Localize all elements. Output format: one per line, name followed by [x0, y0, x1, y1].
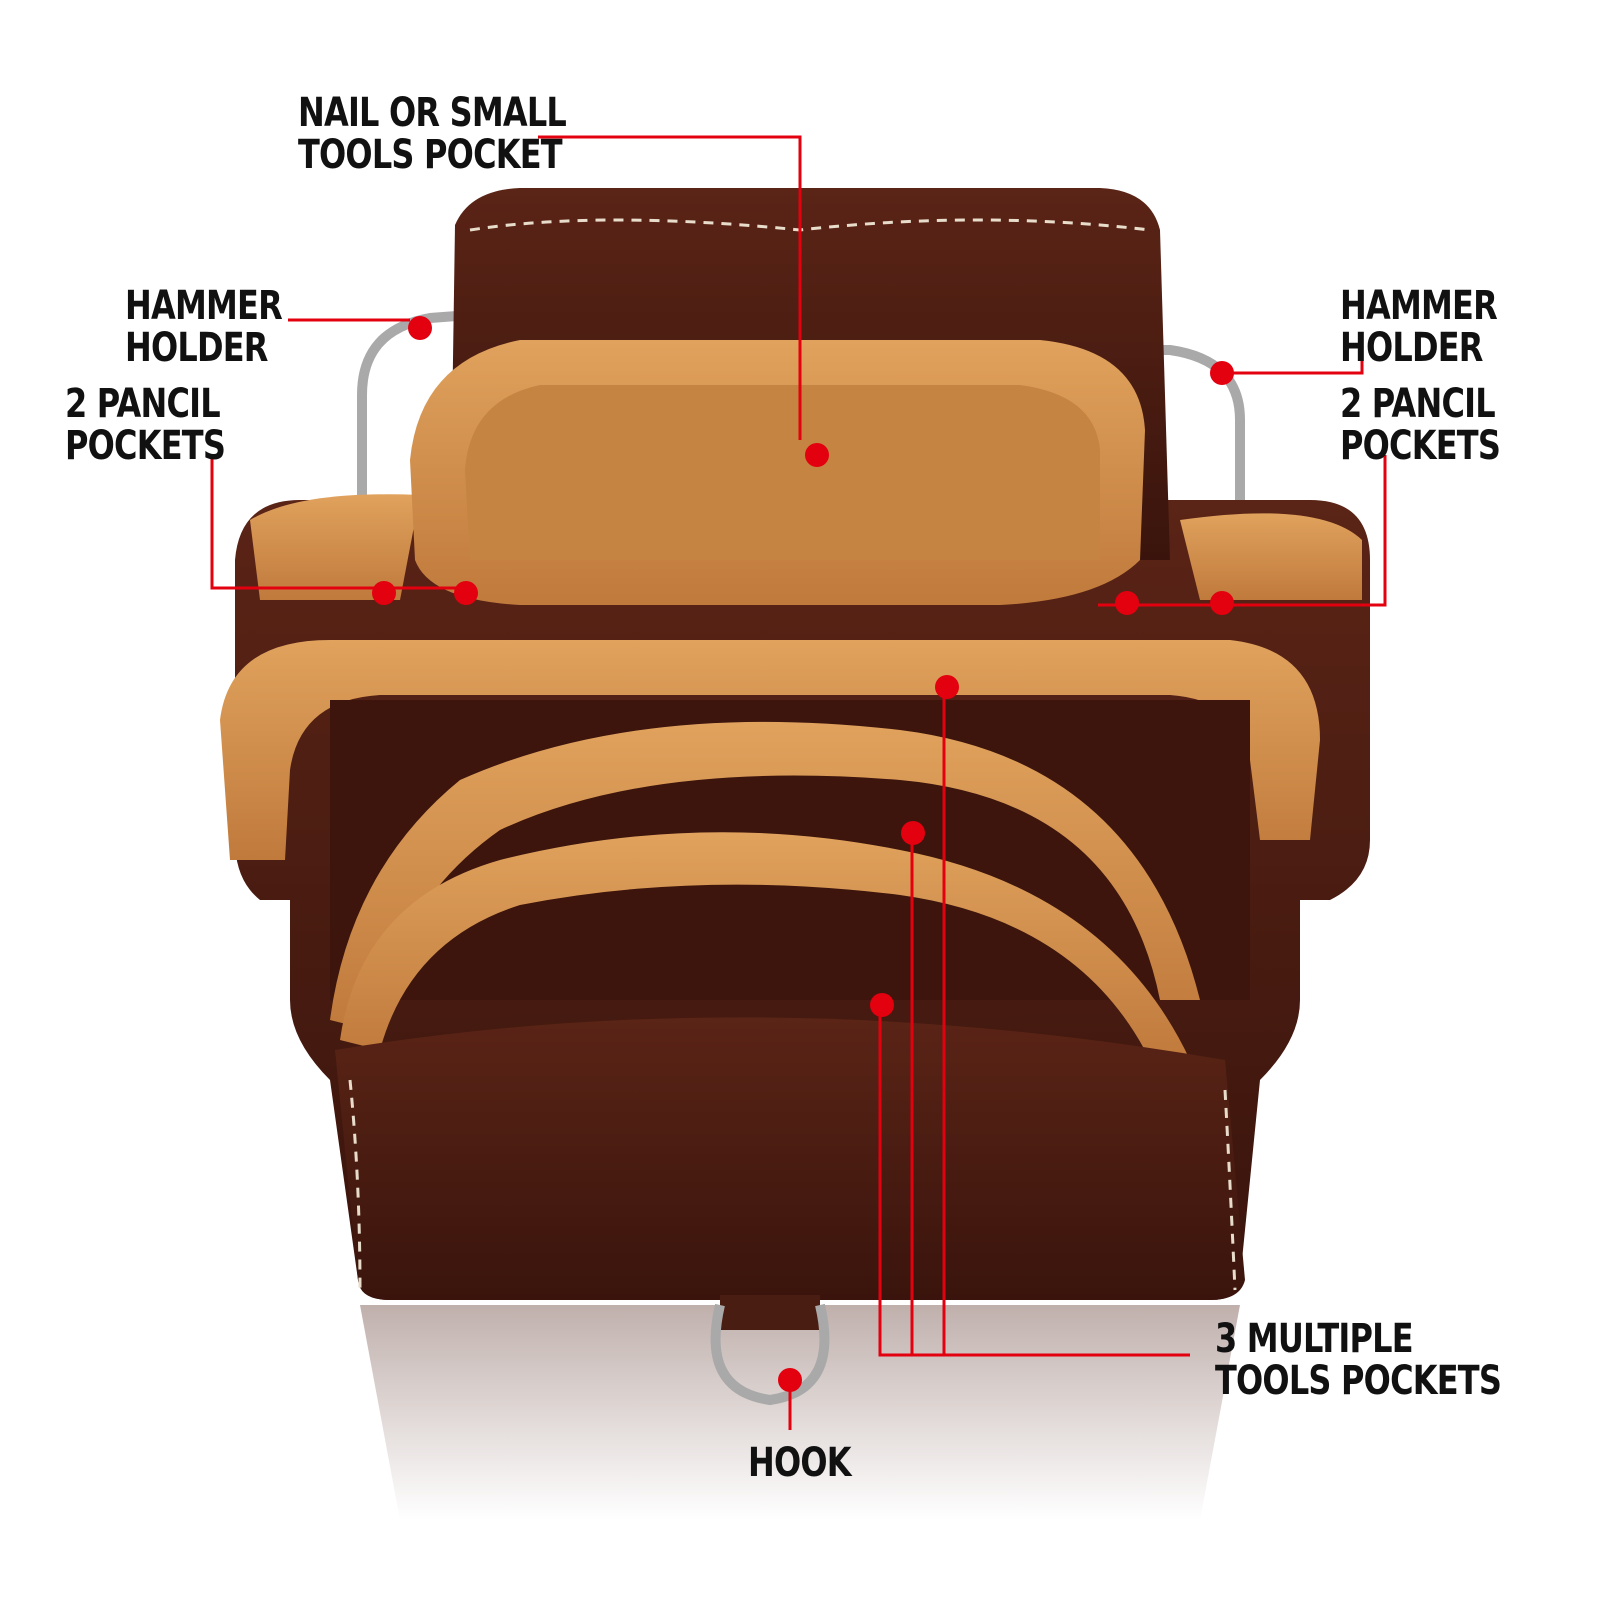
dot-multi-pocket-3 — [870, 993, 894, 1017]
annotations — [210, 135, 1387, 1430]
dot-nail-pocket — [805, 443, 829, 467]
label-pencil-pockets-left: 2 PANCIL POCKETS — [65, 381, 226, 469]
leader-pencil-right — [1098, 455, 1387, 607]
multi-pocket-middle — [330, 721, 1200, 1030]
leader-hammer-right — [1220, 350, 1364, 375]
leader-nail-pocket — [538, 135, 802, 440]
floor-reflection — [360, 1305, 1240, 1520]
label-hammer-holder-left: HAMMER HOLDER — [125, 283, 283, 371]
dot-pencil-right-2 — [1210, 591, 1234, 615]
dot-hook — [778, 1368, 802, 1392]
multi-pocket-inner — [340, 832, 1190, 1060]
label-nail-pocket: NAIL OR SMALL TOOLS POCKET — [298, 90, 567, 178]
hook-ring — [710, 1295, 830, 1406]
leader-multi-pockets — [878, 680, 1190, 1357]
nail-pocket-opening — [410, 340, 1145, 605]
label-hammer-holder-right: HAMMER HOLDER — [1340, 283, 1498, 371]
pouch-front-panel — [335, 1017, 1245, 1300]
dot-hammer-left — [408, 316, 432, 340]
dot-pencil-left-2 — [454, 581, 478, 605]
dot-multi-pocket-2 — [901, 821, 925, 845]
label-pencil-pockets-right: 2 PANCIL POCKETS — [1340, 381, 1501, 469]
dot-multi-pocket-1 — [935, 675, 959, 699]
label-hook: HOOK — [748, 1440, 852, 1486]
dot-pencil-left-1 — [372, 581, 396, 605]
label-multi-tools-pockets: 3 MULTIPLE TOOLS POCKETS — [1215, 1316, 1502, 1404]
dot-hammer-right — [1210, 361, 1234, 385]
dot-pencil-right-1 — [1115, 591, 1139, 615]
